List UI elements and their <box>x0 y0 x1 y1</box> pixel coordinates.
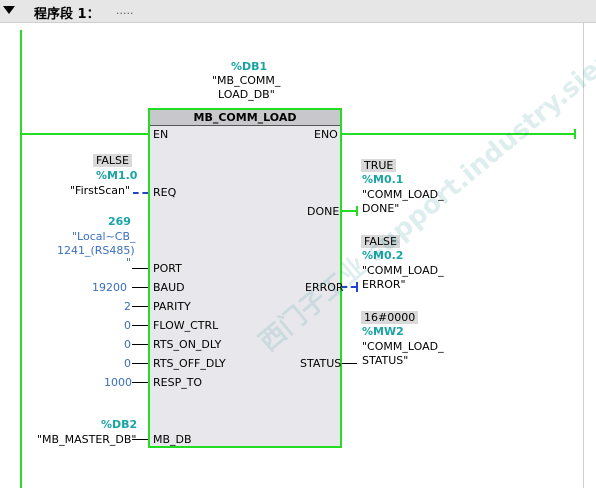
right-border <box>583 22 584 488</box>
rts-on-dly-link <box>132 344 148 345</box>
done-link <box>342 210 357 212</box>
done-tag-name-2[interactable]: DONE" <box>362 202 400 215</box>
rung-end <box>574 129 576 139</box>
pin-done[interactable]: DONE <box>307 205 340 218</box>
baud-value[interactable]: 19200 <box>92 281 127 294</box>
mb-db-link <box>132 439 148 440</box>
pin-rts-off-dly[interactable]: RTS_OFF_DLY <box>153 357 226 370</box>
pin-en[interactable]: EN <box>153 128 169 141</box>
resp-to-value[interactable]: 1000 <box>104 376 132 389</box>
pin-status[interactable]: STATUS <box>300 357 342 370</box>
instance-db-name-1[interactable]: "MB_COMM_ <box>212 74 281 87</box>
done-address[interactable]: %M0.1 <box>362 173 404 186</box>
pin-req[interactable]: REQ <box>153 186 177 199</box>
port-value[interactable]: 269 <box>108 215 131 228</box>
block-title: MB_COMM_LOAD <box>150 110 340 126</box>
done-link-end <box>356 206 358 216</box>
parity-link <box>132 306 148 307</box>
done-tag-name-1[interactable]: "COMM_LOAD_ <box>362 188 444 201</box>
parity-value[interactable]: 2 <box>124 300 131 313</box>
pin-resp-to[interactable]: RESP_TO <box>153 376 203 389</box>
status-address[interactable]: %MW2 <box>362 325 404 338</box>
instance-db-name-2[interactable]: LOAD_DB" <box>218 88 275 101</box>
port-tag-name-1[interactable]: "Local~CB_ <box>72 230 136 243</box>
eno-rung <box>342 133 576 135</box>
power-rail <box>20 30 22 488</box>
req-tag-name[interactable]: "FirstScan" <box>70 184 131 197</box>
mb-db-address[interactable]: %DB2 <box>101 418 138 431</box>
baud-link <box>132 287 148 288</box>
network-comment[interactable]: ..... <box>116 4 134 17</box>
network-header: 程序段 1： ..... <box>0 0 596 23</box>
status-tag-name-2[interactable]: STATUS" <box>362 354 409 367</box>
pin-parity[interactable]: PARITY <box>153 300 191 313</box>
mb-db-tag-name[interactable]: "MB_MASTER_DB" <box>37 433 137 446</box>
req-status-value: FALSE <box>93 154 132 167</box>
mb-comm-load-block[interactable]: MB_COMM_LOAD <box>148 108 342 448</box>
pin-flow-ctrl[interactable]: FLOW_CTRL <box>153 319 219 332</box>
en-rung <box>20 133 148 135</box>
flow-ctrl-value[interactable]: 0 <box>124 319 131 332</box>
pin-baud[interactable]: BAUD <box>153 281 185 294</box>
done-status-value: TRUE <box>361 159 397 172</box>
rts-off-dly-link <box>132 363 148 364</box>
pin-rts-on-dly[interactable]: RTS_ON_DLY <box>153 338 222 351</box>
error-tag-name-2[interactable]: ERROR" <box>362 278 406 291</box>
error-link-end <box>356 282 358 292</box>
status-tag-name-1[interactable]: "COMM_LOAD_ <box>362 340 444 353</box>
pin-eno[interactable]: ENO <box>314 128 338 141</box>
collapse-toggle-icon[interactable] <box>3 6 15 14</box>
rts-off-dly-value[interactable]: 0 <box>124 357 131 370</box>
pin-error[interactable]: ERROR <box>305 281 344 294</box>
req-address[interactable]: %M1.0 <box>96 169 138 182</box>
status-word-value: 16#0000 <box>361 311 419 324</box>
rts-on-dly-value[interactable]: 0 <box>124 338 131 351</box>
status-link <box>342 363 357 364</box>
port-tag-name-3[interactable]: " <box>126 256 132 269</box>
error-link <box>342 286 356 288</box>
port-link <box>132 268 148 269</box>
error-status-value: FALSE <box>361 235 400 248</box>
flow-ctrl-link <box>132 325 148 326</box>
req-link <box>133 192 148 194</box>
pin-port[interactable]: PORT <box>153 262 182 275</box>
instance-db-address[interactable]: %DB1 <box>231 60 268 73</box>
error-tag-name-1[interactable]: "COMM_LOAD_ <box>362 264 444 277</box>
port-tag-name-2[interactable]: 1241_(RS485) <box>57 244 135 257</box>
pin-mb-db[interactable]: MB_DB <box>153 433 192 446</box>
error-address[interactable]: %M0.2 <box>362 249 404 262</box>
resp-to-link <box>132 382 148 383</box>
network-title: 程序段 1： <box>34 7 100 22</box>
